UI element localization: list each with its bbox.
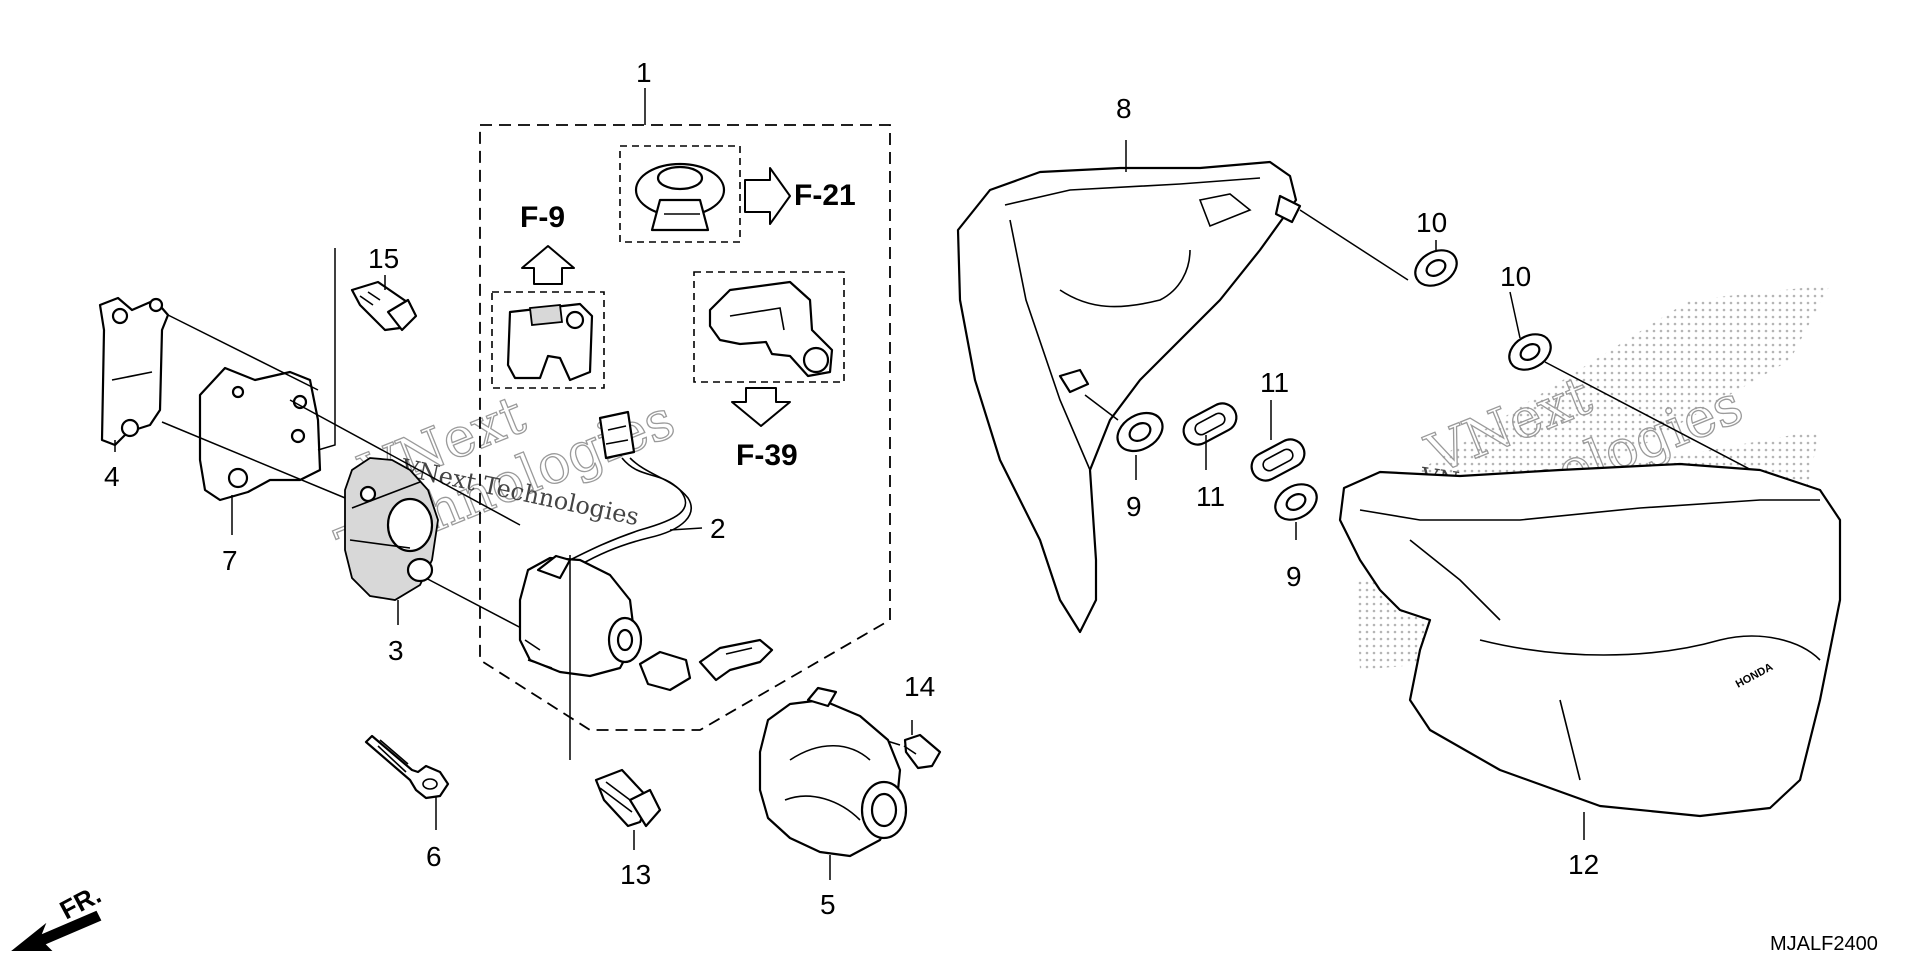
leader-8-line xyxy=(1299,209,1409,281)
part-6-key xyxy=(364,734,450,800)
kit-boundary xyxy=(479,124,891,731)
arrow-right-f21 xyxy=(744,167,791,225)
callout-11-b: 11 xyxy=(1260,367,1289,398)
f21-grommet xyxy=(619,145,741,243)
leader-lines xyxy=(114,140,1585,880)
callout-9-upper: 9 xyxy=(1126,491,1142,522)
callout-12: 12 xyxy=(1568,849,1599,880)
callout-9-lower: 9 xyxy=(1286,561,1302,592)
part-12-outer-cover: HONDA xyxy=(1338,462,1842,818)
part-11-rubber-a xyxy=(1182,402,1238,446)
callout-8: 8 xyxy=(1116,93,1132,124)
part-7-plate xyxy=(198,366,322,502)
ref-f9-label: F-9 xyxy=(520,201,565,234)
part-4-bracket xyxy=(98,296,170,447)
part-3-switch-body xyxy=(344,457,439,601)
part-8-side-cover xyxy=(956,160,1302,634)
part-10-grommet-b xyxy=(1508,333,1552,371)
part-9-grommet-lower xyxy=(1274,483,1318,521)
arrow-down-f39 xyxy=(731,387,791,427)
ref-f21-label: F-21 xyxy=(794,179,856,212)
part-2-wiring xyxy=(569,410,703,567)
part-10-grommet-a xyxy=(1414,249,1458,287)
callout-5: 5 xyxy=(820,889,836,920)
part-11-rubber-b xyxy=(1250,438,1306,482)
part-13-bolt xyxy=(569,555,662,828)
front-arrow-icon xyxy=(11,910,102,951)
ref-f39-label: F-39 xyxy=(736,439,798,472)
front-direction-indicator: FR. xyxy=(11,879,106,951)
callout-6: 6 xyxy=(426,841,442,872)
callout-11-a: 11 xyxy=(1196,481,1225,512)
callout-1: 1 xyxy=(636,57,652,88)
callout-2: 2 xyxy=(710,513,726,544)
arrow-up-f9 xyxy=(521,245,575,285)
ignition-switch xyxy=(518,554,774,692)
assembly-lines-left xyxy=(161,248,526,631)
callout-10-a: 10 xyxy=(1416,207,1447,238)
callout-15: 15 xyxy=(368,243,399,274)
callout-7: 7 xyxy=(222,545,238,576)
leader-9-upper-line xyxy=(1084,394,1119,421)
callout-3: 3 xyxy=(388,635,404,666)
part-15-bolt xyxy=(350,280,418,332)
part-5-cover xyxy=(758,686,908,858)
callout-13: 13 xyxy=(620,859,651,890)
part-9-grommet-upper xyxy=(1116,411,1164,453)
callout-4: 4 xyxy=(104,461,120,492)
callout-10-b: 10 xyxy=(1500,261,1531,292)
f9-connector xyxy=(491,291,605,389)
diagram-code: MJALF2400 xyxy=(1770,933,1878,955)
f39-holder xyxy=(693,271,845,383)
leader-12-line xyxy=(1544,361,1781,486)
callout-14: 14 xyxy=(904,671,935,702)
